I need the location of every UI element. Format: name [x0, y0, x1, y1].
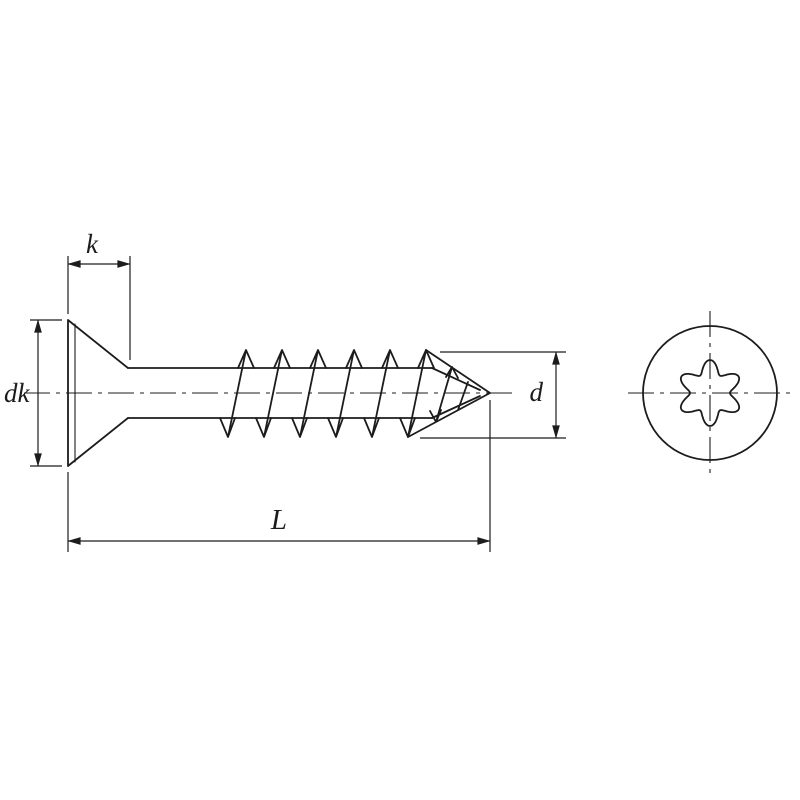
- dimension-k: k: [67, 229, 131, 360]
- screw-head-outline: [67, 319, 129, 467]
- end-view: [642, 325, 778, 461]
- dimension-d: d: [420, 351, 566, 439]
- label-dk: dk: [4, 378, 31, 408]
- centerlines: [24, 311, 792, 475]
- head-outer-circle: [642, 325, 778, 461]
- label-d: d: [530, 377, 544, 407]
- dimension-L: L: [67, 400, 491, 552]
- screw-tip: [407, 349, 491, 438]
- label-k: k: [86, 229, 99, 259]
- side-view: [67, 319, 491, 467]
- torx-recess: [679, 359, 741, 427]
- screw-threads: [219, 349, 435, 438]
- dimension-dk: dk: [4, 319, 62, 467]
- label-L: L: [270, 504, 287, 536]
